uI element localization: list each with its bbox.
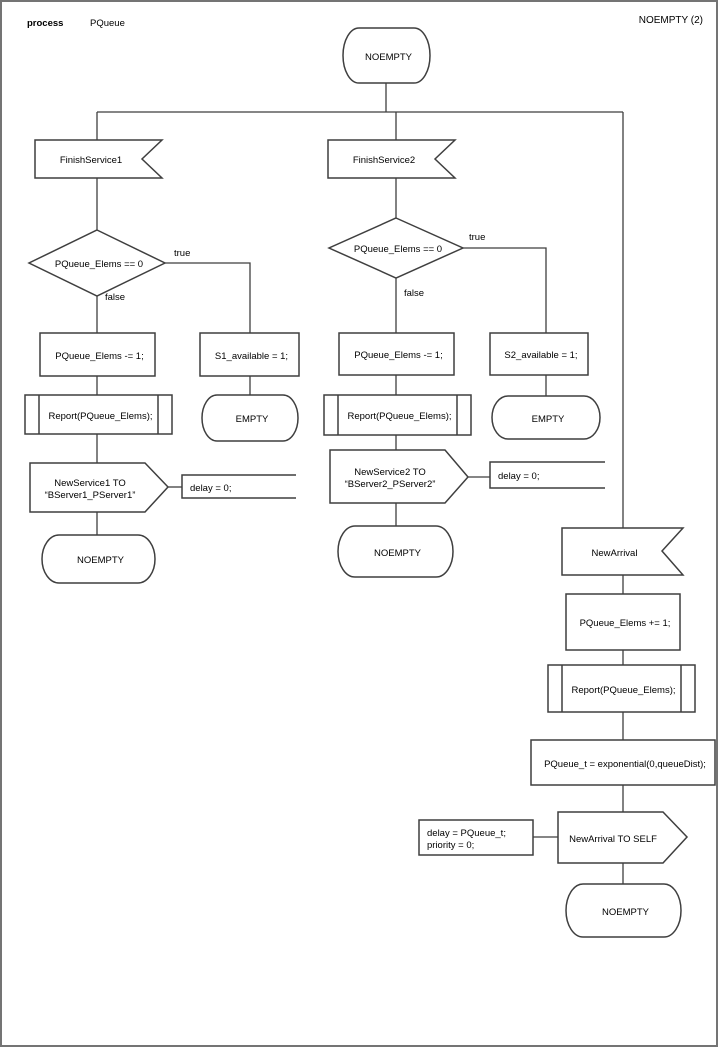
b2-next-state-shape <box>337 525 454 578</box>
b3-input-shape <box>561 527 685 576</box>
b2-procedure-label: Report(PQueue_Elems); <box>347 411 452 422</box>
b1-next-state-label: NOEMPTY <box>77 555 124 566</box>
b2-input-shape <box>327 139 457 179</box>
b2-task-label: PQueue_Elems -= 1; <box>354 350 443 361</box>
b2-true-label: true <box>469 231 486 243</box>
b2-procedure-shape <box>323 394 472 436</box>
b1-procedure-label: Report(PQueue_Elems); <box>48 410 153 422</box>
b1-send-param-label: delay = 0; <box>190 482 232 494</box>
b1-task-label: PQueue_Elems -= 1; <box>55 350 144 362</box>
b1-false-label: false <box>105 291 126 303</box>
b3-task1-label: PQueue_Elems += 1; <box>579 618 671 629</box>
b1-input-shape <box>34 139 164 179</box>
b1-true-task-shape <box>199 332 300 377</box>
b2-input-label: FinishService2 <box>352 155 416 166</box>
b3-send-label: NewArrival TO SELF <box>569 833 657 845</box>
b2-task-shape <box>338 332 455 376</box>
b1-task-shape <box>39 332 156 377</box>
b1-decision-shape <box>27 229 167 297</box>
b2-next-state-label: NOEMPTY <box>374 547 421 559</box>
start-state-shape <box>342 27 431 84</box>
b3-procedure-shape <box>547 664 696 713</box>
b1-decision-label: PQueue_Elems == 0 <box>54 259 144 270</box>
b3-task2-shape <box>530 739 716 786</box>
b2-send-label: NewService2 TO“BServer2_PServer2” <box>344 466 436 490</box>
process-name-label: PQueue <box>90 18 125 29</box>
connector-line <box>463 247 547 333</box>
b3-procedure-label: Report(PQueue_Elems); <box>571 684 676 696</box>
b1-true-state-label: EMPTY <box>235 414 269 425</box>
b2-true-task-label: S2_available = 1; <box>504 350 578 361</box>
b2-decision-shape <box>327 217 465 279</box>
b3-send-shape <box>557 811 689 864</box>
connector-line <box>165 262 251 333</box>
b3-next-state-shape <box>565 883 682 938</box>
b3-task2-label: PQueue_t = exponential(0,queueDist); <box>544 758 706 770</box>
b1-next-state-shape <box>41 534 156 584</box>
b1-true-state-shape <box>201 394 299 442</box>
b1-input-label: FinishService1 <box>59 155 123 166</box>
start-state-label: NOEMPTY <box>365 51 412 63</box>
page-title: NOEMPTY (2) <box>638 15 703 26</box>
b3-send-param-label: delay = PQueue_t;priority = 0; <box>427 827 506 851</box>
b2-send-param-label: delay = 0; <box>498 471 540 482</box>
b1-true-label: true <box>174 247 191 259</box>
b2-send-param-shape <box>489 461 605 489</box>
b2-send-shape <box>329 449 469 504</box>
b2-true-state-label: EMPTY <box>531 413 565 425</box>
b2-decision-label: PQueue_Elems == 0 <box>353 244 443 255</box>
b1-send-label: NewService1 TO“BServer1_PServer1” <box>44 477 136 501</box>
b3-input-label: NewArrival <box>591 547 638 559</box>
b2-true-state-shape <box>491 395 601 440</box>
b1-procedure-shape <box>24 394 173 435</box>
b2-false-label: false <box>404 287 425 299</box>
b3-send-param-shape <box>418 819 534 856</box>
b1-send-param-shape <box>181 474 296 499</box>
b1-send-shape <box>29 462 170 513</box>
b1-true-task-label: S1_available = 1; <box>214 350 289 362</box>
b2-true-task-shape <box>489 332 589 376</box>
process-kind-label: process <box>27 18 64 29</box>
b3-task1-shape <box>565 593 681 651</box>
b3-next-state-label: NOEMPTY <box>602 906 649 918</box>
